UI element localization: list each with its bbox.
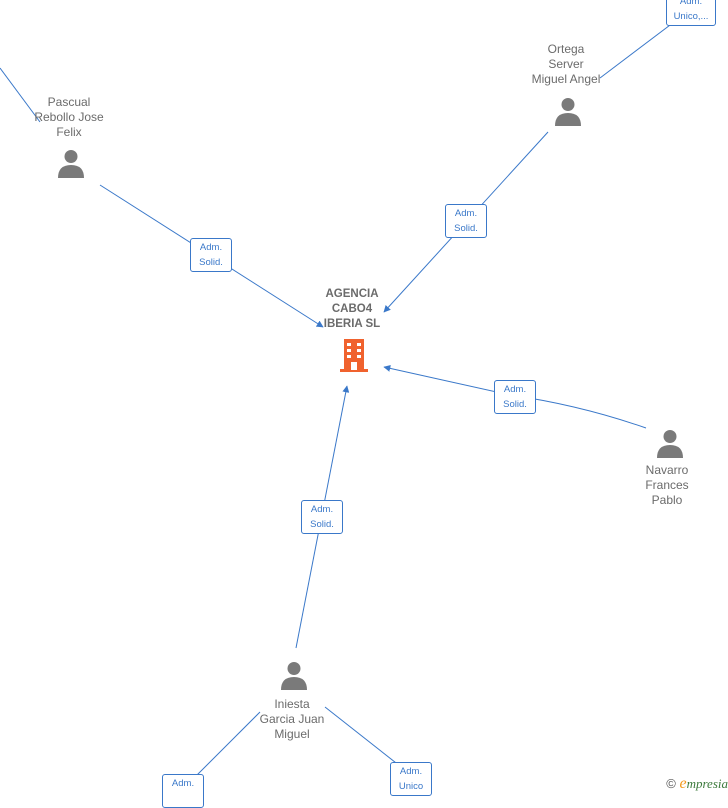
person-label-navarro[interactable]: Navarro Frances Pablo: [645, 463, 689, 507]
edge-label-iniesta-offscreen-left[interactable]: Adm.: [162, 774, 204, 808]
person-icon: [657, 430, 683, 458]
edge-iniesta-offscreen-left: [189, 711, 261, 783]
building-icon: [340, 339, 368, 372]
person-icon: [58, 150, 84, 178]
brand-logo: © empresia: [666, 775, 728, 793]
edge-label-navarro[interactable]: Adm. Solid.: [494, 380, 536, 414]
person-icon: [555, 98, 581, 126]
brand-name: mpresia: [686, 776, 728, 791]
edge-pascual-offscreen: [0, 67, 41, 123]
edge-iniesta-offscreen-right: [324, 706, 406, 771]
edge-label-ortega[interactable]: Adm. Solid.: [445, 204, 487, 238]
person-label-pascual[interactable]: Pascual Rebollo Jose Felix: [34, 95, 104, 139]
company-label[interactable]: AGENCIA CABO4 IBERIA SL: [323, 288, 381, 330]
edge-label-ortega-offscreen[interactable]: Adm. Unico,...: [666, 0, 716, 26]
edge-label-iniesta-offscreen-right[interactable]: Adm. Unico: [390, 762, 432, 796]
person-icon: [281, 662, 307, 690]
person-label-ortega[interactable]: Ortega Server Miguel Angel: [531, 42, 601, 86]
edge-label-pascual[interactable]: Adm. Solid.: [190, 238, 232, 272]
person-label-iniesta[interactable]: Iniesta Garcia Juan Miguel: [259, 697, 325, 741]
brand-initial: e: [679, 775, 687, 792]
copyright-symbol: ©: [666, 776, 676, 791]
edge-label-iniesta[interactable]: Adm. Solid.: [301, 500, 343, 534]
